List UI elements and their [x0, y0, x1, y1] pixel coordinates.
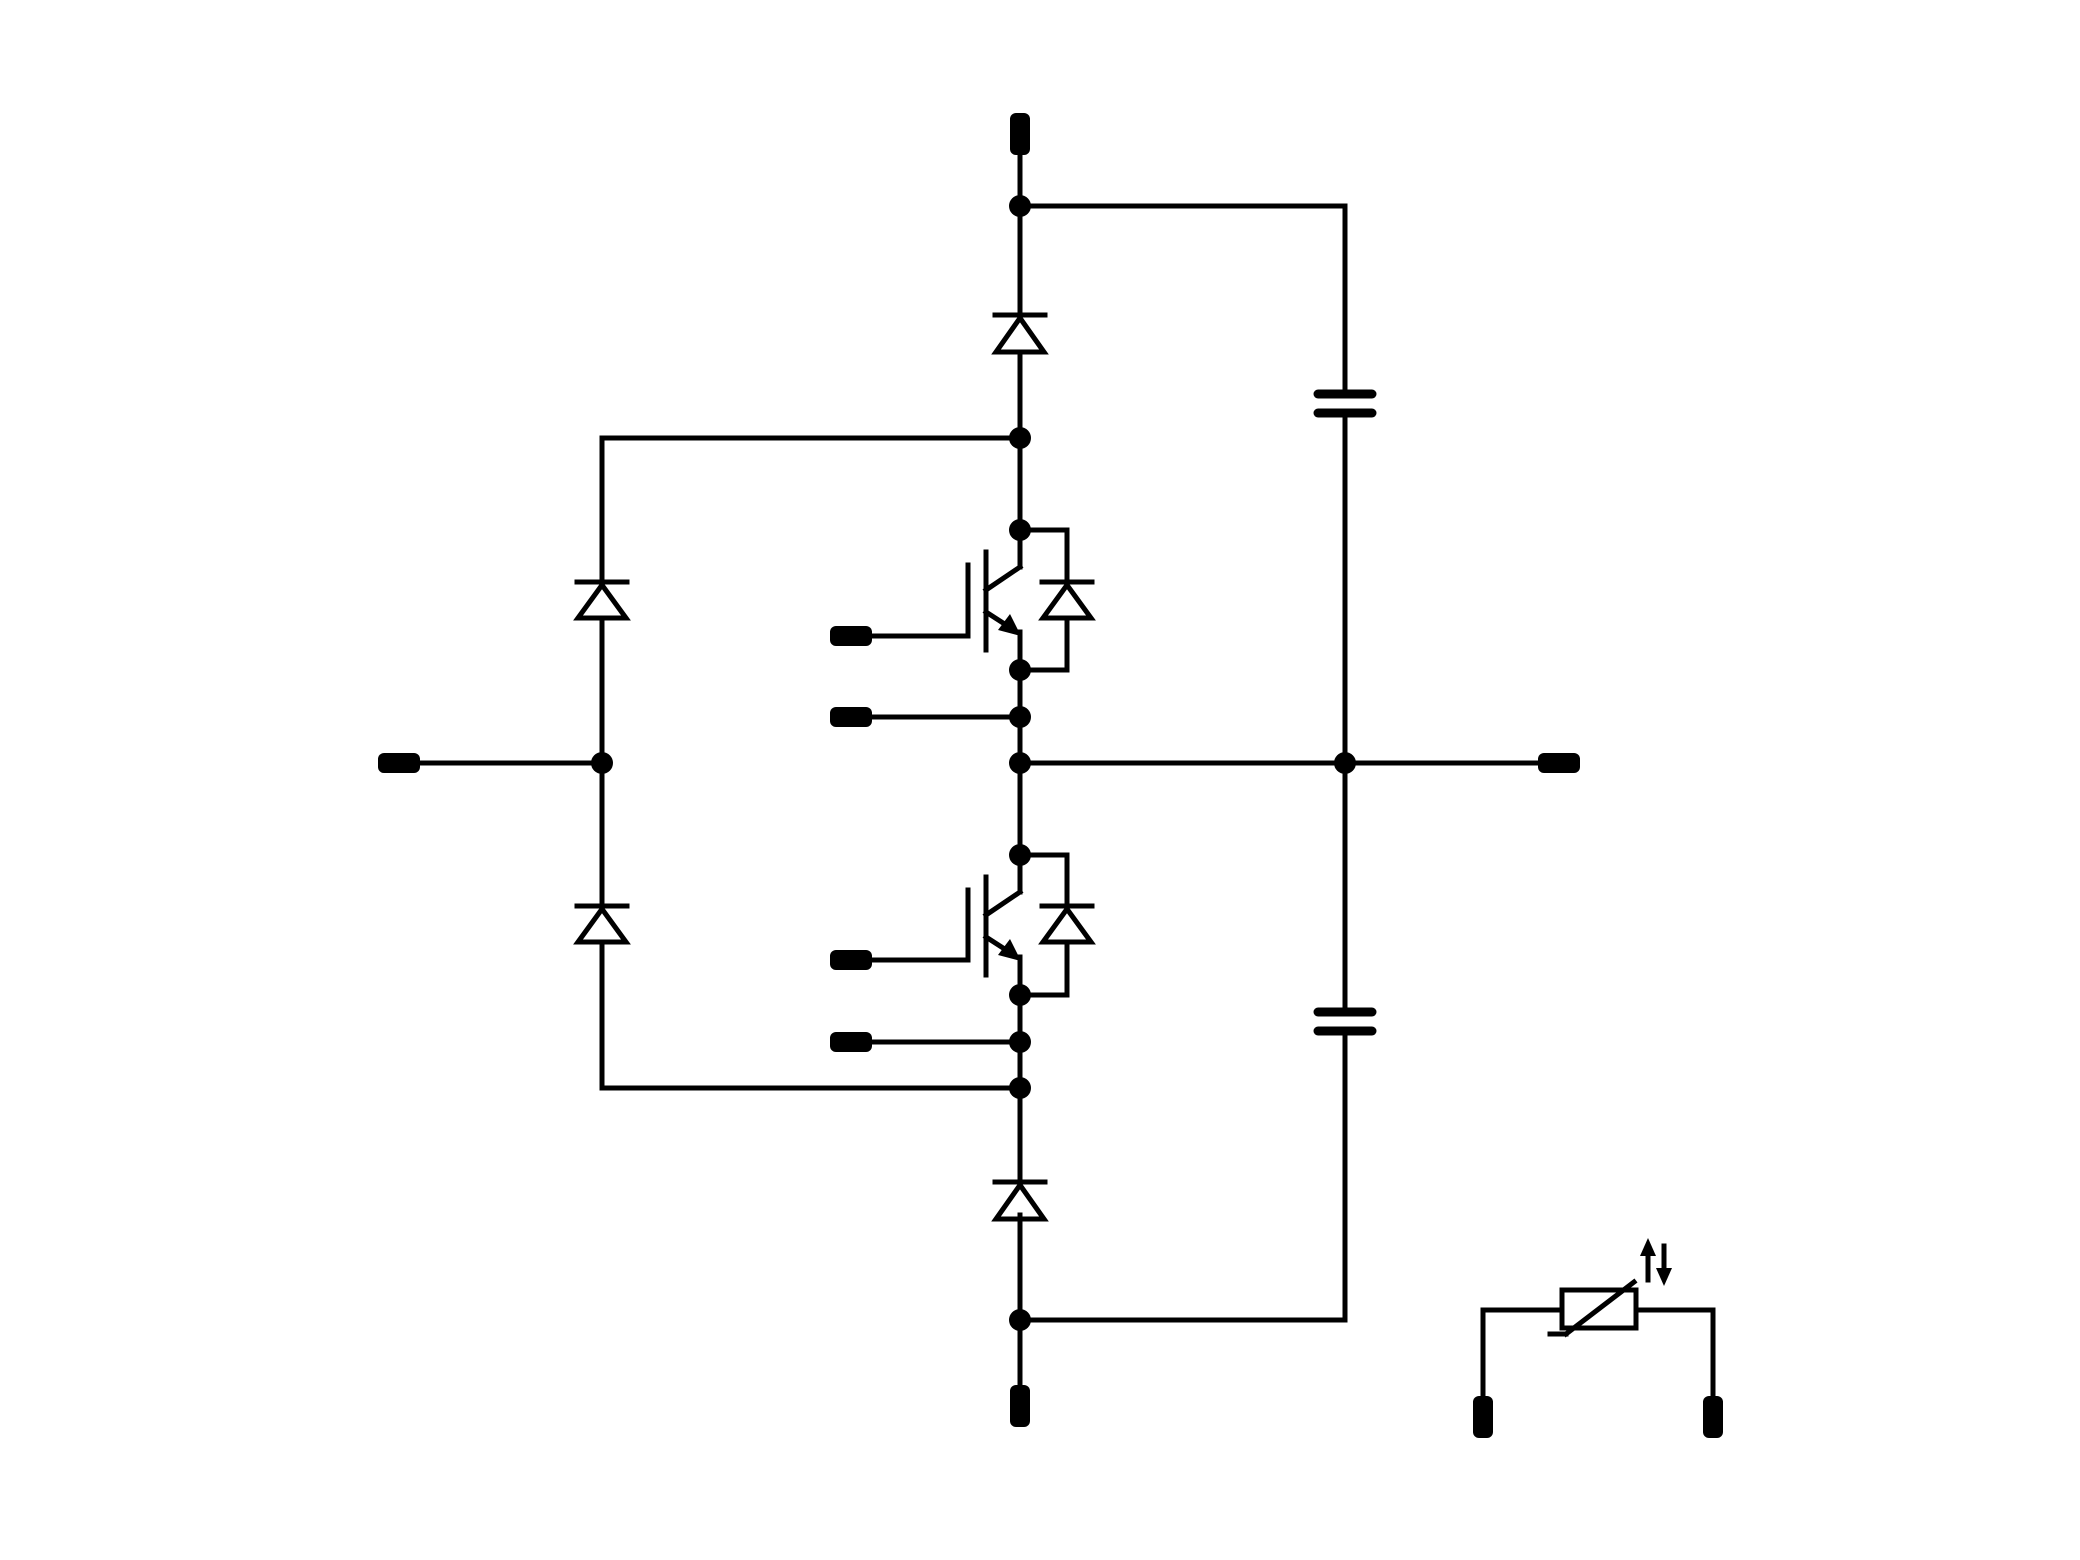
capacitor-loop-wires [1017, 203, 1348, 1323]
upper-igbt [965, 527, 1024, 673]
thermistor-terminal-left[interactable] [1473, 1396, 1493, 1438]
junction-dots [591, 195, 1356, 1331]
upper-freewheel-diode [1017, 527, 1096, 673]
lower-capacitor [1313, 1007, 1377, 1036]
thermistor [1480, 1238, 1716, 1403]
upper-gate-terminal[interactable] [830, 626, 872, 646]
top-terminal[interactable] [1010, 113, 1030, 155]
left-upper-clamp-diode [573, 579, 631, 621]
lower-gate-terminal[interactable] [830, 950, 872, 970]
upper-series-diode [991, 312, 1049, 355]
lower-igbt [965, 852, 1024, 998]
clamp-loop-wires [599, 435, 1023, 1091]
upper-capacitor [1313, 389, 1377, 418]
upper-emitter-terminal[interactable] [830, 707, 872, 727]
right-terminal[interactable] [1538, 753, 1580, 773]
lower-series-diode [991, 1179, 1049, 1222]
left-lower-clamp-diode [573, 903, 631, 945]
gate-emitter-wires [847, 562, 1023, 1045]
thermistor-terminal-right[interactable] [1703, 1396, 1723, 1438]
lower-emitter-terminal[interactable] [830, 1032, 872, 1052]
left-terminal[interactable] [378, 753, 420, 773]
bottom-terminal[interactable] [1010, 1385, 1030, 1427]
lower-freewheel-diode [1017, 852, 1096, 998]
